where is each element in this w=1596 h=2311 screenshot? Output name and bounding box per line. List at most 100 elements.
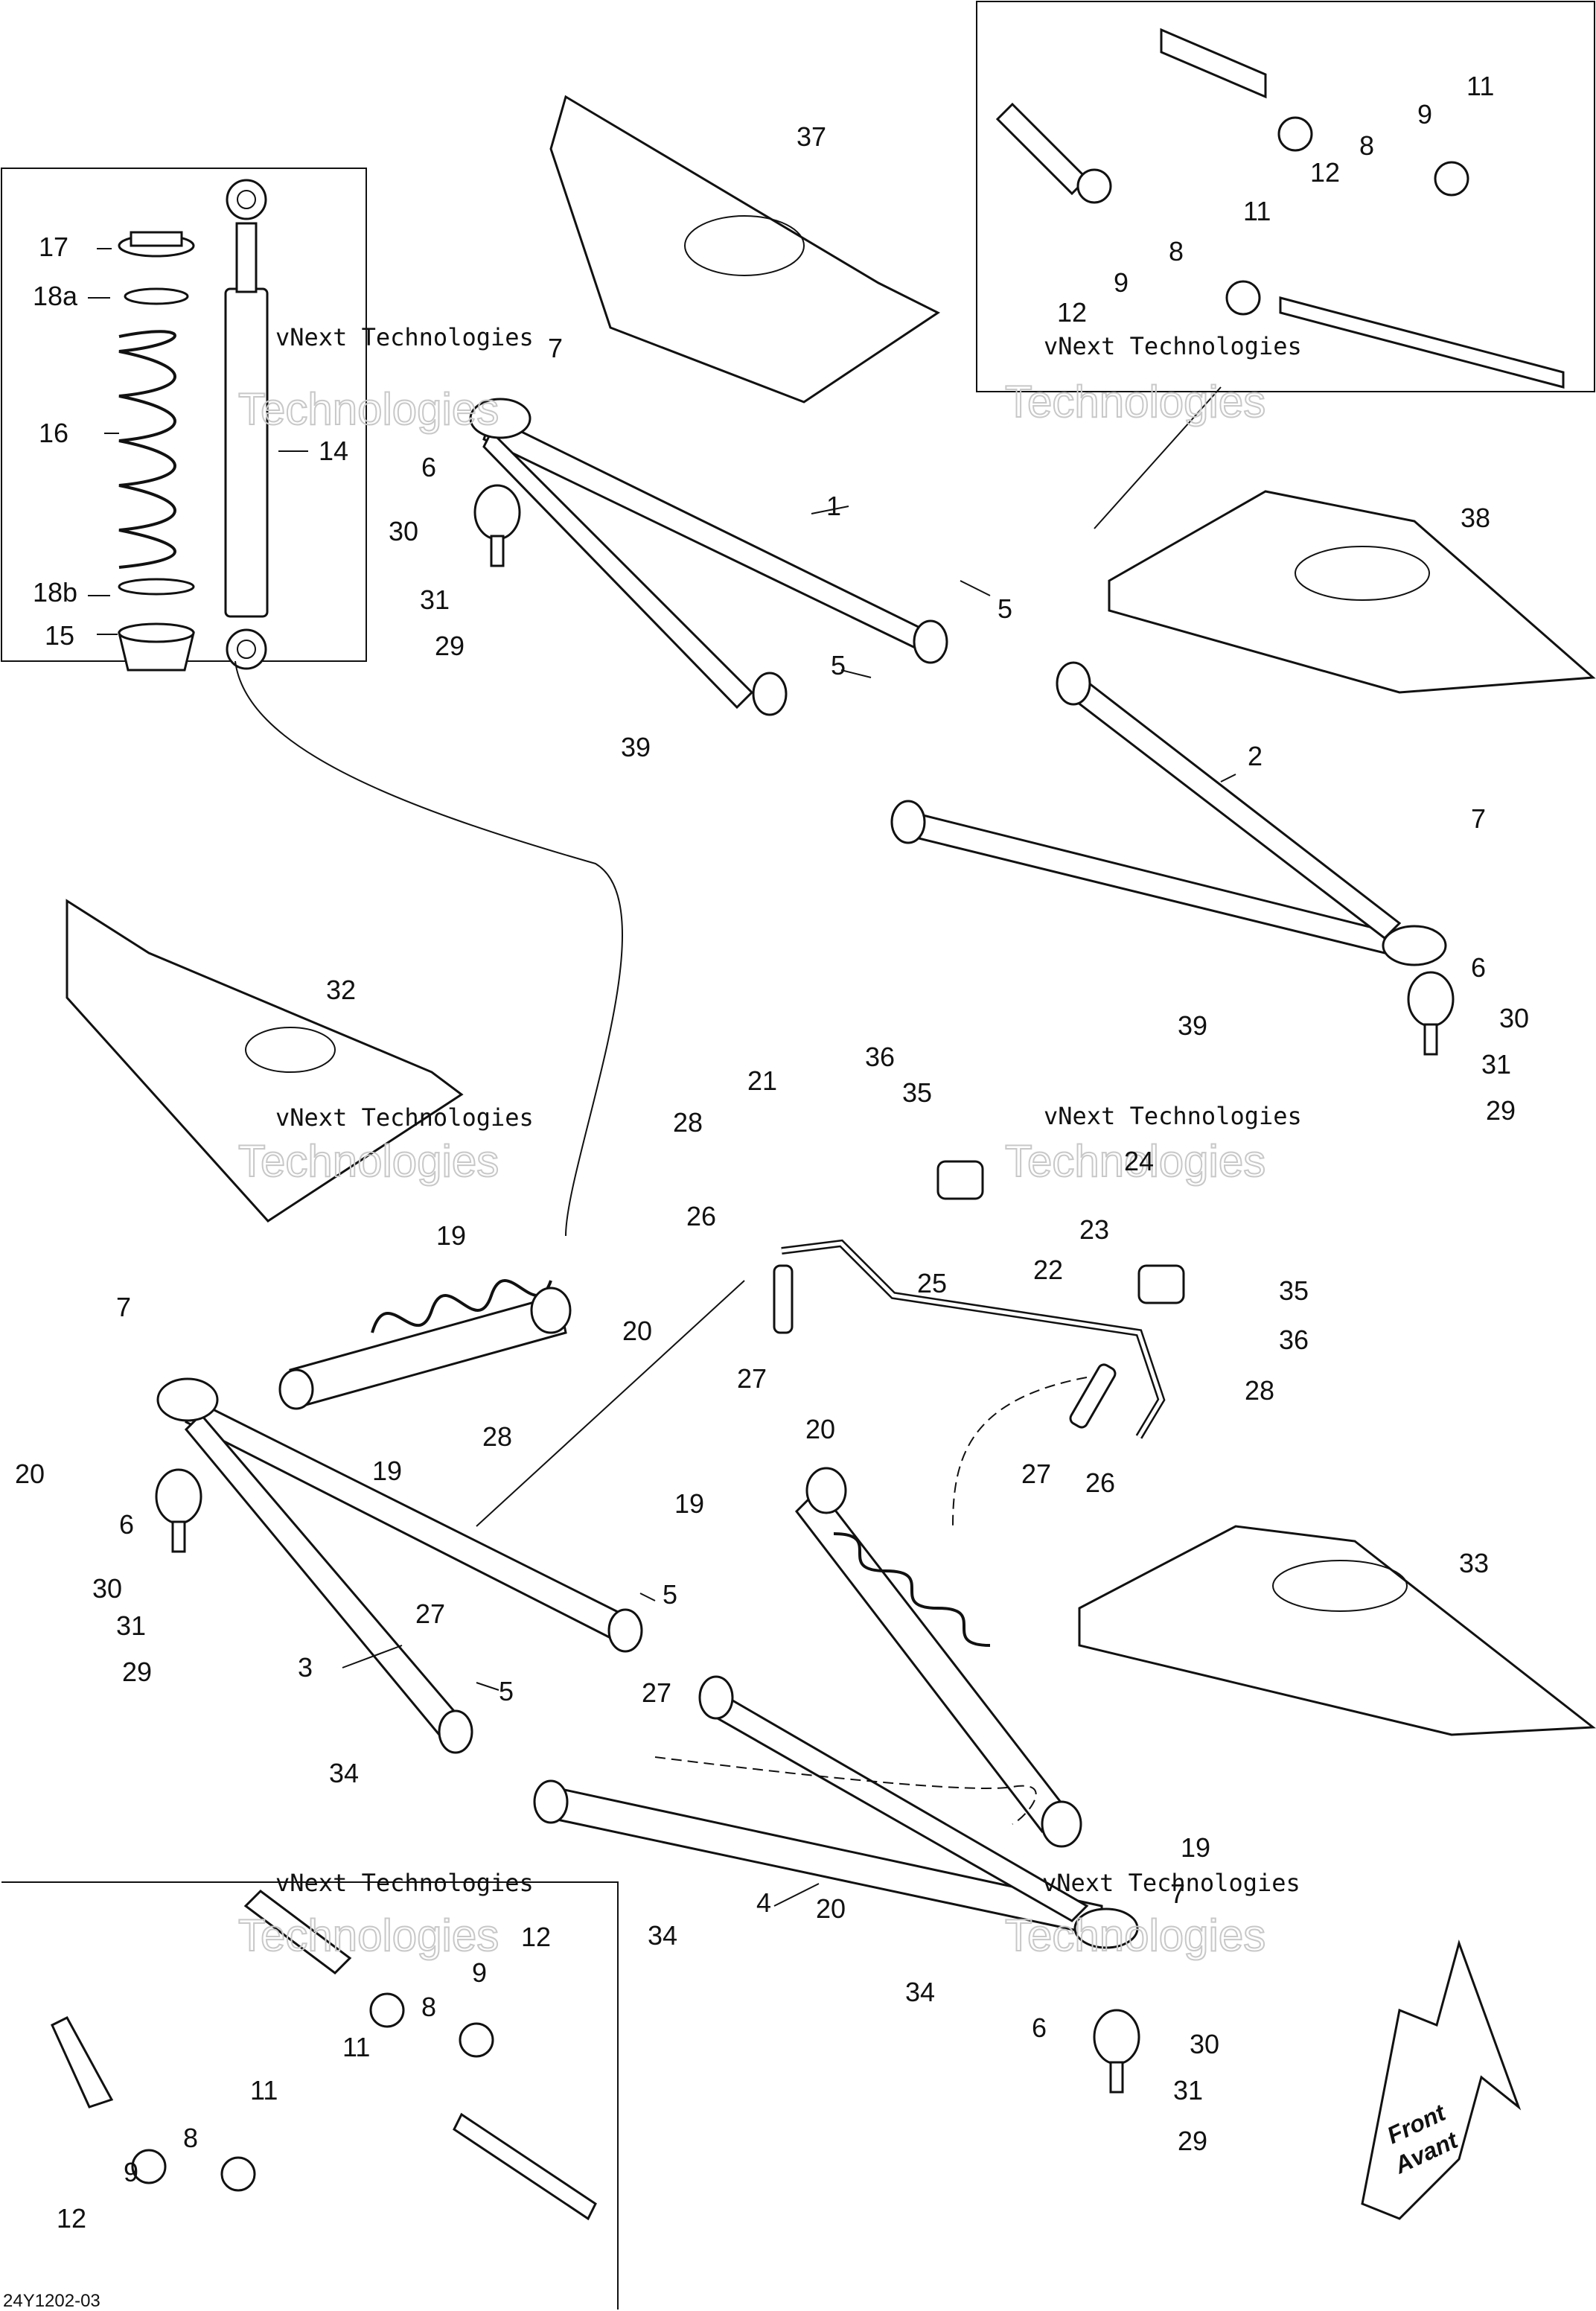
callout-31c: 31 <box>116 1610 146 1641</box>
lower-a-arm-front-part <box>533 1675 1139 1949</box>
callout-23: 23 <box>1079 1214 1109 1245</box>
bushing-inset-bottom-parts <box>51 1890 597 2221</box>
spring-part <box>118 330 176 569</box>
bushing-inset-frame-bottom <box>1 1881 619 2310</box>
callout-36b: 36 <box>1279 1325 1309 1355</box>
callout-21: 21 <box>747 1065 777 1096</box>
callout-27b: 27 <box>1021 1459 1051 1489</box>
callout-26a: 26 <box>686 1201 716 1231</box>
callout-5d: 5 <box>499 1676 514 1706</box>
callout-29d: 29 <box>1178 2126 1207 2156</box>
bushing-inset-top-parts <box>995 28 1565 389</box>
lower-a-arm-rear-part <box>156 1377 643 1754</box>
watermark-line-5: vNext Technologies <box>275 1869 534 1897</box>
callout-7c: 7 <box>116 1292 131 1322</box>
callout-33: 33 <box>1459 1548 1489 1578</box>
callout-2: 2 <box>1248 741 1263 771</box>
shock-absorber-part <box>224 179 269 670</box>
watermark-big-4: Technologies <box>1005 1136 1265 1186</box>
watermark-line-3: vNext Technologies <box>275 1103 534 1132</box>
callout-19d: 19 <box>1181 1832 1210 1863</box>
callout-20d: 20 <box>816 1893 846 1924</box>
callout-34c: 34 <box>905 1977 935 2007</box>
callout-24: 24 <box>1124 1146 1154 1176</box>
diagram-code: 24Y1202-03 <box>3 2291 100 2311</box>
callout-18b: 18b <box>33 577 77 608</box>
callout-25a: 25 <box>917 1268 947 1298</box>
callout-8d: 8 <box>183 2123 198 2153</box>
callout-28b: 28 <box>1245 1375 1274 1406</box>
callout-12b: 12 <box>1057 297 1087 328</box>
upper-a-arm-front-part <box>890 661 1447 966</box>
callout-26b: 26 <box>1085 1467 1115 1498</box>
callout-6a: 6 <box>421 452 436 482</box>
watermark-big-6: Technologies <box>1005 1910 1265 1960</box>
callout-12a: 12 <box>1310 157 1340 188</box>
callout-1: 1 <box>826 491 841 521</box>
callout-11d: 11 <box>250 2075 278 2106</box>
callout-30b: 30 <box>1499 1003 1529 1033</box>
watermark-line-1: vNext Technologies <box>275 323 534 351</box>
callout-31d: 31 <box>1173 2075 1203 2106</box>
callout-4: 4 <box>756 1887 771 1918</box>
callout-32: 32 <box>326 975 356 1005</box>
callout-37: 37 <box>797 121 826 152</box>
bushing-inset-frame-top <box>976 1 1595 392</box>
callout-31b: 31 <box>1481 1049 1511 1080</box>
callout-7d: 7 <box>1170 1878 1185 1909</box>
callout-6b: 6 <box>1471 952 1486 983</box>
callout-12c: 12 <box>521 1922 551 1952</box>
callout-35a: 35 <box>902 1077 932 1108</box>
callout-27c: 27 <box>415 1598 445 1629</box>
front-direction-badge: Front Avant <box>1361 1939 1522 2220</box>
watermark-line-6: vNext Technologies <box>1042 1869 1300 1897</box>
watermark-line-2: vNext Technologies <box>1044 332 1302 360</box>
callout-3: 3 <box>298 1652 313 1683</box>
callout-18a: 18a <box>33 281 78 311</box>
callout-22: 22 <box>1033 1255 1063 1285</box>
arrow-to-lower-arm <box>476 1280 745 1527</box>
callout-28a: 28 <box>673 1107 703 1138</box>
callout-14: 14 <box>319 436 348 466</box>
callout-39b: 39 <box>1178 1010 1207 1041</box>
callout-8b: 8 <box>1169 236 1184 267</box>
callout-8a: 8 <box>1359 130 1374 161</box>
lower-arm-guard-rear-part <box>66 899 464 1223</box>
upper-a-arm-rear-part <box>469 398 948 716</box>
callout-34b: 34 <box>648 1920 677 1951</box>
watermark-line-4: vNext Technologies <box>1044 1102 1302 1130</box>
callout-15: 15 <box>45 620 74 651</box>
callout-16: 16 <box>39 418 68 448</box>
ball-joint-parts <box>155 484 1455 2094</box>
callout-6d: 6 <box>1032 2012 1047 2043</box>
callout-39a: 39 <box>621 732 651 762</box>
callout-7b: 7 <box>1471 803 1486 834</box>
inset-connector-curve <box>234 660 623 1237</box>
callout-31a: 31 <box>420 584 450 615</box>
arrow-to-upper-arm <box>1094 386 1222 529</box>
callout-12d: 12 <box>57 2203 86 2234</box>
callout-9d: 9 <box>124 2157 138 2187</box>
callout-19b: 19 <box>372 1456 402 1486</box>
callout-19c: 19 <box>674 1488 704 1519</box>
callout-30a: 30 <box>389 516 418 546</box>
spring-seat-part <box>118 231 195 672</box>
callout-34a: 34 <box>329 1758 359 1788</box>
callout-20c: 20 <box>805 1414 835 1444</box>
callout-17: 17 <box>39 232 68 262</box>
callout-11b: 11 <box>1243 196 1271 226</box>
callout-36a: 36 <box>865 1042 895 1072</box>
callout-20a: 20 <box>622 1316 652 1346</box>
callouts: 1 2 3 4 5 5 5 5 6 6 6 6 7 7 7 7 8 8 8 8 … <box>15 71 1529 2234</box>
callout-9a: 9 <box>1417 99 1432 130</box>
callout-30c: 30 <box>92 1573 122 1604</box>
callout-8c: 8 <box>421 1992 436 2022</box>
callout-5a: 5 <box>998 593 1012 624</box>
upper-arm-guard-front-part <box>1108 490 1596 694</box>
lower-arm-guard-front-part <box>1078 1525 1596 1736</box>
sway-bar-part <box>773 1160 1185 1439</box>
rear-shock-assembly-part <box>278 1279 572 1410</box>
callout-29b: 29 <box>1486 1095 1516 1126</box>
callout-28c: 28 <box>482 1421 512 1452</box>
